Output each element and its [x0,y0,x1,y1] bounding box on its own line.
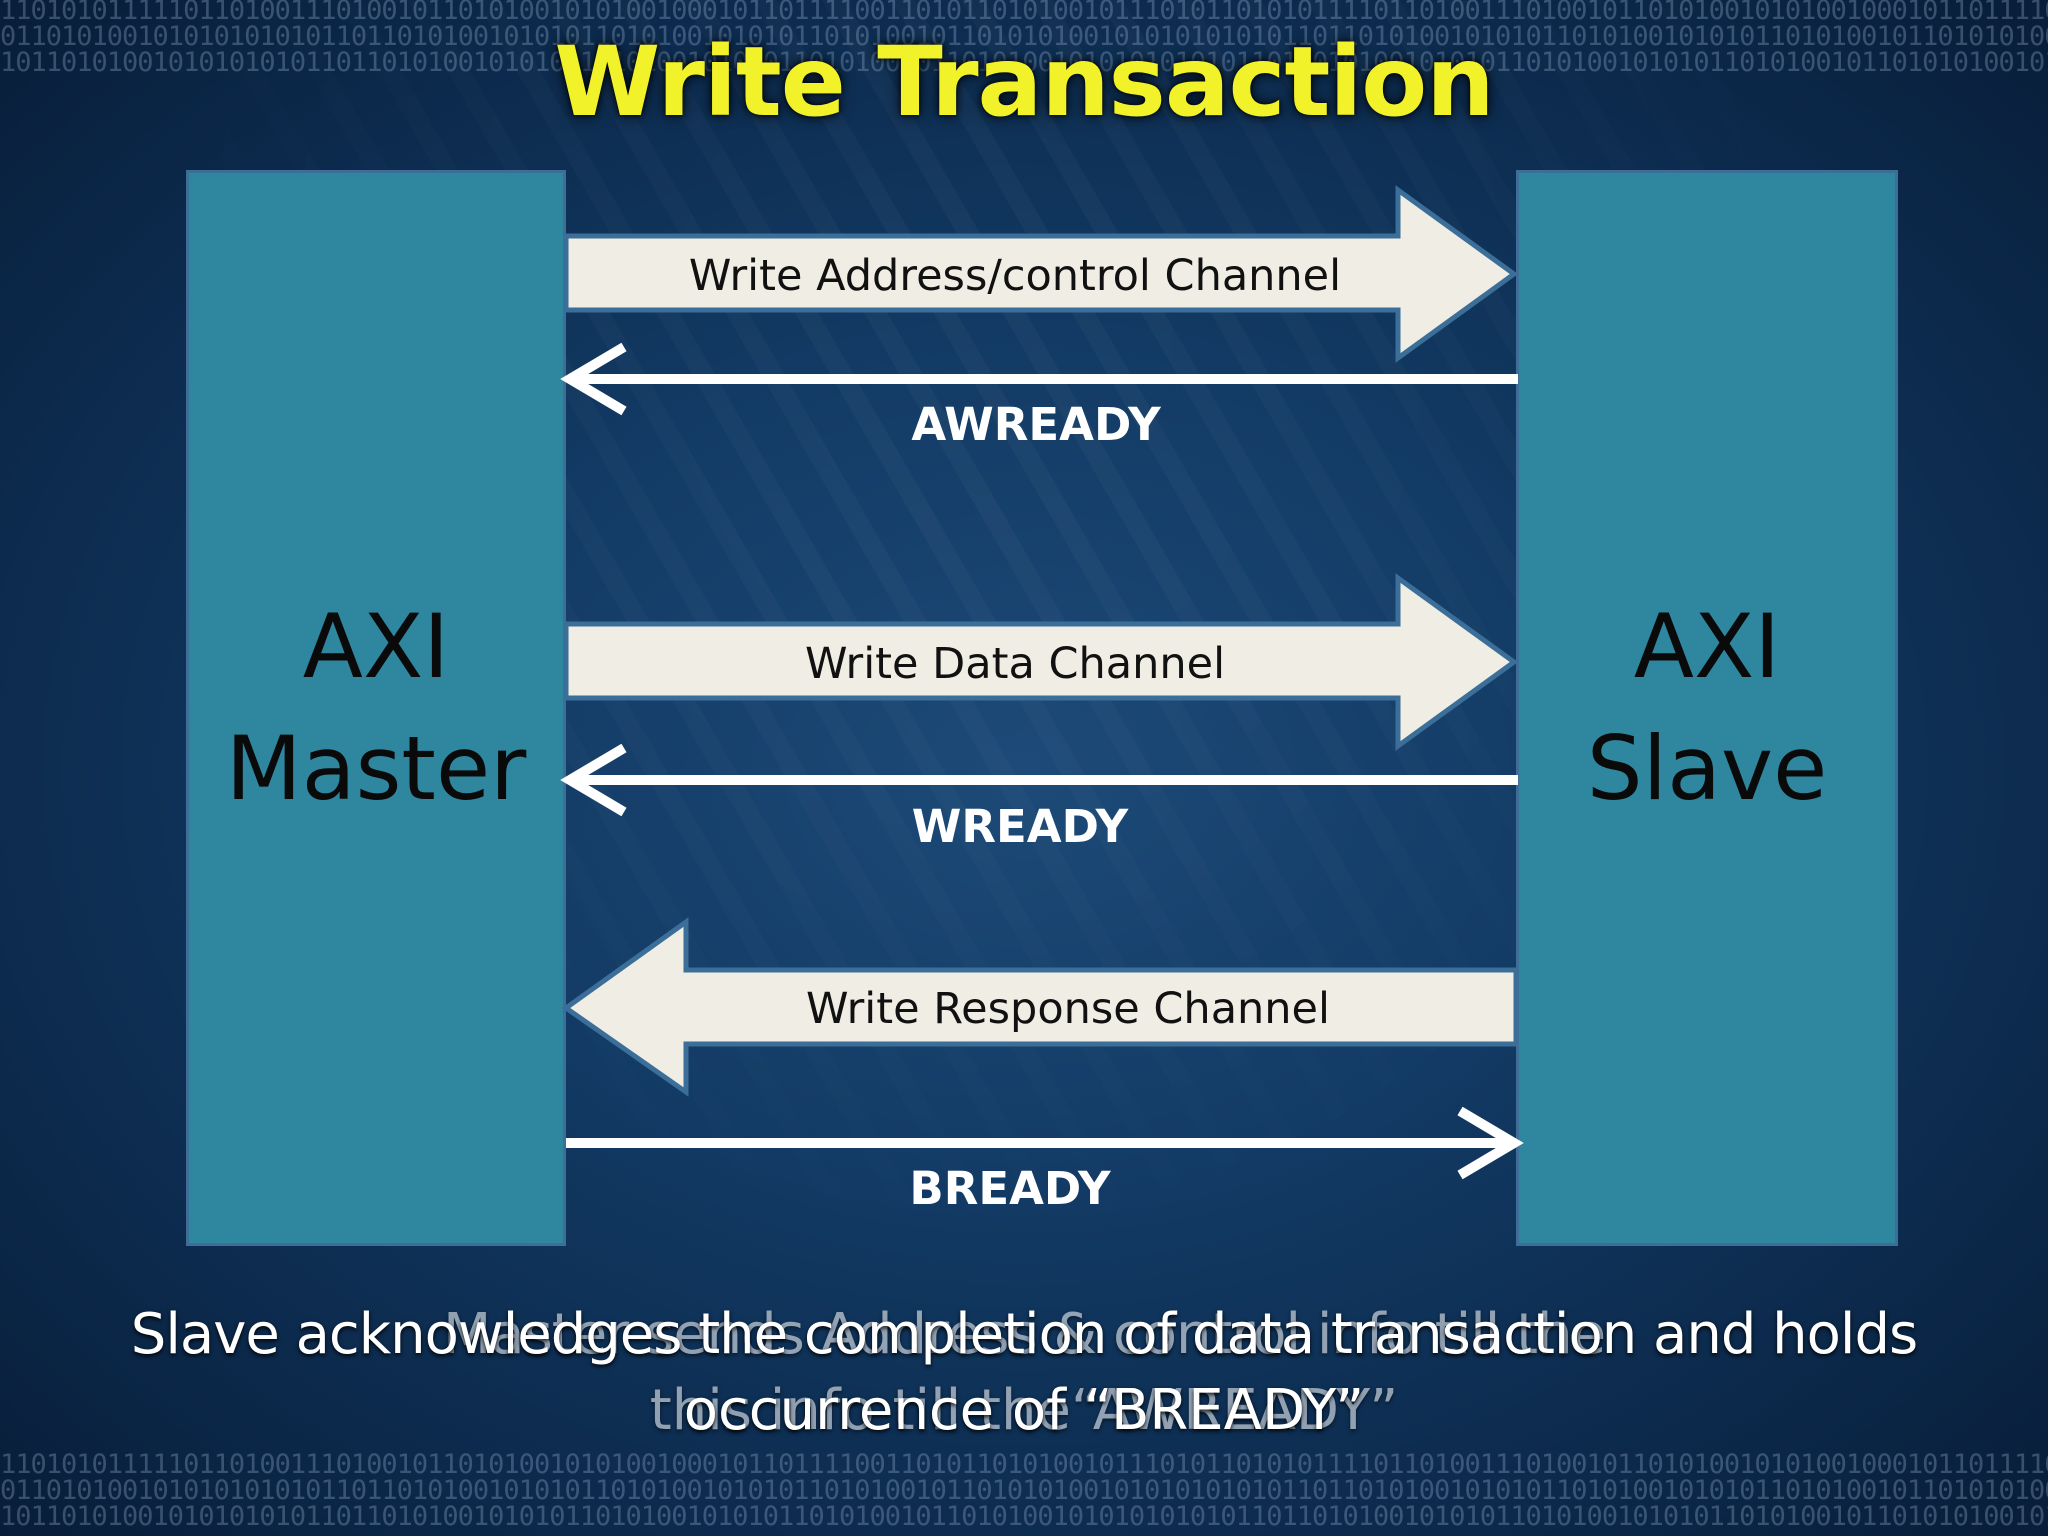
wready-arrowhead [560,743,627,817]
bready-label: BREADY [909,1162,1112,1215]
binary-pattern-top: 1101010111110110100111010010110101001010… [0,0,2048,90]
wready-label: WREADY [912,800,1130,853]
awready-label: AWREADY [911,398,1162,451]
write-response-channel-arrow [561,917,1519,1097]
caption-line-1-overlay: Master sends Address & control info till… [442,1302,1606,1367]
bready-arrowhead [1457,1106,1524,1180]
slave-label-line1: AXI [1633,595,1781,698]
axi-slave-block: AXI Slave [1516,170,1898,1246]
binary-row: 1101010111110110100111010010110101001010… [0,0,2048,26]
write-response-channel-label: Write Response Channel [806,984,1330,1034]
caption-line-2: this info till the“AWREADY” occurrence o… [0,1378,2048,1443]
caption-line-2-overlay: this info till the“AWREADY” [649,1378,1399,1443]
write-data-channel-arrow [563,573,1519,751]
slide-title: Write Transaction [554,26,1494,138]
master-label-line1: AXI [302,595,450,698]
binary-row: 1011010100101010101011011010100101010110… [0,47,2048,78]
caption-line-1-text: Slave acknowledges the completion of dat… [130,1302,1918,1367]
binary-row: 0110101001010101010101101101010010101011… [0,21,2048,52]
caption-line-1: Master sends Address & control info till… [0,1302,2048,1367]
write-address-channel-label: Write Address/control Channel [689,251,1341,301]
write-address-channel-arrow [563,185,1519,363]
awready-arrowhead [560,342,627,416]
slave-label-line2: Slave [1586,717,1828,820]
axi-master-block: AXI Master [186,170,566,1246]
write-data-channel-label: Write Data Channel [805,639,1225,689]
binary-pattern-bottom: 1101010111110110100111010010110101001010… [0,1452,2048,1536]
binary-row: 1101010111110110100111010010110101001010… [0,1452,2048,1480]
binary-row: 1011010100101010101011011010100101010110… [0,1501,2048,1532]
master-label-line2: Master [225,717,527,820]
caption-line-2-text: occurrence of “BREADY” [683,1378,1365,1443]
binary-row: 0110101001010101010101101101010010101011… [0,1475,2048,1506]
